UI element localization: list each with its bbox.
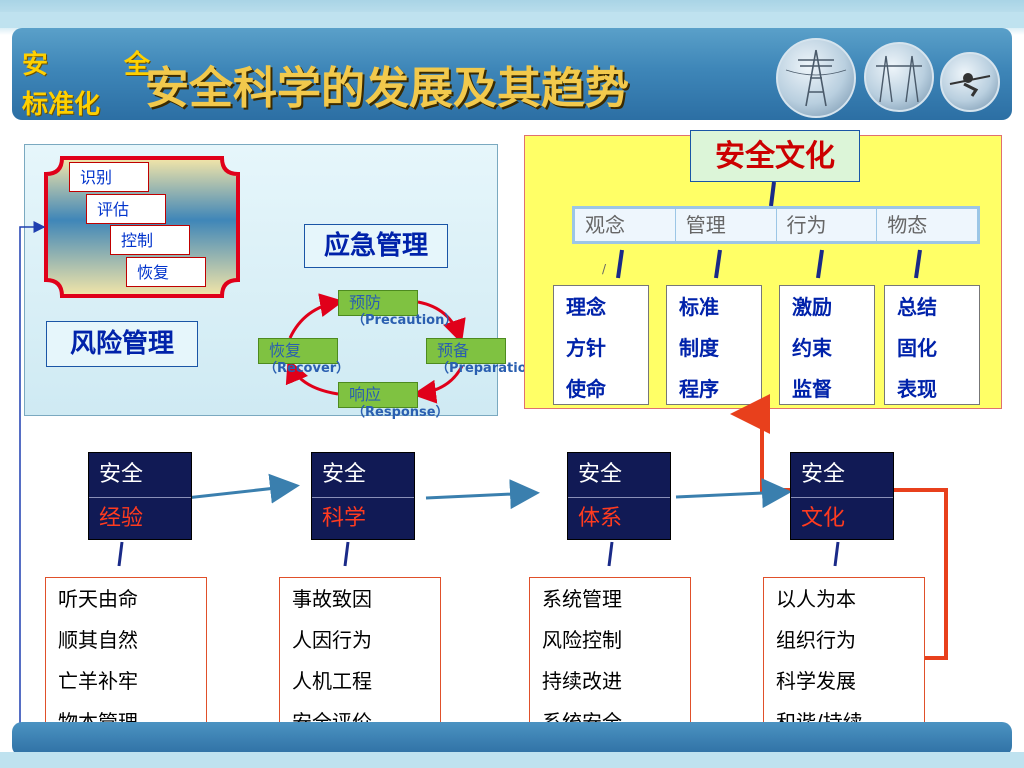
step-identify: 识别 xyxy=(69,162,149,192)
culture-item: 科学发展 xyxy=(776,669,856,693)
stage-top-label: 安全 xyxy=(791,453,893,498)
cycle-respond: 响应 xyxy=(338,382,418,408)
stage-system: 安全 体系 xyxy=(567,452,671,540)
experience-item: 听天由命 xyxy=(58,587,138,611)
step-recover: 恢复 xyxy=(126,257,206,287)
stage-top-label: 安全 xyxy=(89,453,191,498)
safety-culture-title: 安全文化 xyxy=(690,130,860,182)
science-items: 事故致因 人因行为 人机工程 安全评价 xyxy=(279,577,441,739)
concept-item: 方针 xyxy=(566,336,606,360)
risk-management-label: 风险管理 xyxy=(46,321,198,367)
emergency-management-label: 应急管理 xyxy=(304,224,448,268)
stage-bottom-label: 文化 xyxy=(801,506,846,531)
footer-stripe xyxy=(0,752,1024,768)
culture-connector-lines xyxy=(616,181,922,279)
category-concept: 观念 xyxy=(575,209,676,241)
system-item: 系统管理 xyxy=(542,587,622,611)
logo-char-quan: 全 xyxy=(124,50,151,80)
step-assess: 评估 xyxy=(86,194,166,224)
power-tower-photo-1 xyxy=(776,38,856,118)
stage-bottom-label: 经验 xyxy=(99,506,144,531)
power-tower-icon xyxy=(785,49,847,107)
culture-item: 组织行为 xyxy=(776,628,856,652)
stage-bottom-label: 科学 xyxy=(322,506,367,531)
culture-category-row: 观念 管理 行为 物态 xyxy=(572,206,980,244)
concept-column: 理念 方针 使命 xyxy=(553,285,649,405)
concept-item: 使命 xyxy=(566,377,606,401)
management-item: 程序 xyxy=(679,377,719,401)
physical-item: 表现 xyxy=(897,377,937,401)
stage-top-label: 安全 xyxy=(568,453,670,498)
system-item: 风险控制 xyxy=(542,628,622,652)
cycle-prepare: 预备 xyxy=(426,338,506,364)
physical-item: 总结 xyxy=(897,295,937,319)
logo-char-an: 安 xyxy=(22,50,49,80)
management-item: 标准 xyxy=(679,295,719,319)
behavior-column: 激励 约束 监督 xyxy=(779,285,875,405)
power-line-worker-photo xyxy=(940,52,1000,112)
cycle-prepare-en: （Preparation） xyxy=(436,361,549,376)
category-management: 管理 xyxy=(676,209,777,241)
stage-culture: 安全 文化 xyxy=(790,452,894,540)
system-items: 系统管理 风险控制 持续改进 系统安全 xyxy=(529,577,691,739)
tiny-slash-mark: / xyxy=(602,262,607,276)
cycle-prevent: 预防 xyxy=(338,290,418,316)
science-item: 事故致因 xyxy=(292,587,372,611)
footer-bar xyxy=(12,722,1012,756)
step-control: 控制 xyxy=(110,225,190,255)
concept-item: 理念 xyxy=(566,295,606,319)
stage-top-label: 安全 xyxy=(312,453,414,498)
stage-science: 安全 科学 xyxy=(311,452,415,540)
physical-item: 固化 xyxy=(897,336,937,360)
experience-item: 亡羊补牢 xyxy=(58,669,138,693)
system-item: 持续改进 xyxy=(542,669,622,693)
behavior-item: 监督 xyxy=(792,377,832,401)
experience-items: 听天由命 顺其自然 亡羊补牢 物本管理 xyxy=(45,577,207,739)
experience-item: 顺其自然 xyxy=(58,628,138,652)
culture-items: 以人为本 组织行为 科学发展 和谐/持续 xyxy=(763,577,925,739)
header-top-stripe xyxy=(0,12,1024,28)
stage-experience: 安全 经验 xyxy=(88,452,192,540)
stage-bottom-label: 体系 xyxy=(578,506,623,531)
category-physical: 物态 xyxy=(887,213,928,237)
logo-standardization: 标准化 xyxy=(22,90,101,120)
science-item: 人因行为 xyxy=(292,628,372,652)
cycle-recover: 恢复 xyxy=(258,338,338,364)
page-title: 安全科学的发展及其趋势 xyxy=(145,63,629,114)
emergency-cycle-arrows xyxy=(285,293,466,404)
behavior-item: 激励 xyxy=(792,295,832,319)
behavior-item: 约束 xyxy=(792,336,832,360)
power-tower-photo-2 xyxy=(864,42,934,112)
cycle-recover-en: （Recover） xyxy=(264,361,350,376)
science-item: 人机工程 xyxy=(292,669,372,693)
worker-icon xyxy=(949,73,991,97)
category-behavior: 行为 xyxy=(777,209,878,241)
management-column: 标准 制度 程序 xyxy=(666,285,762,405)
management-item: 制度 xyxy=(679,336,719,360)
physical-column: 总结 固化 表现 xyxy=(884,285,980,405)
power-tower-icon xyxy=(876,55,922,103)
culture-item: 以人为本 xyxy=(776,587,856,611)
cycle-respond-en: （Response） xyxy=(352,405,449,420)
cycle-prevent-en: （Precaution） xyxy=(352,313,458,328)
